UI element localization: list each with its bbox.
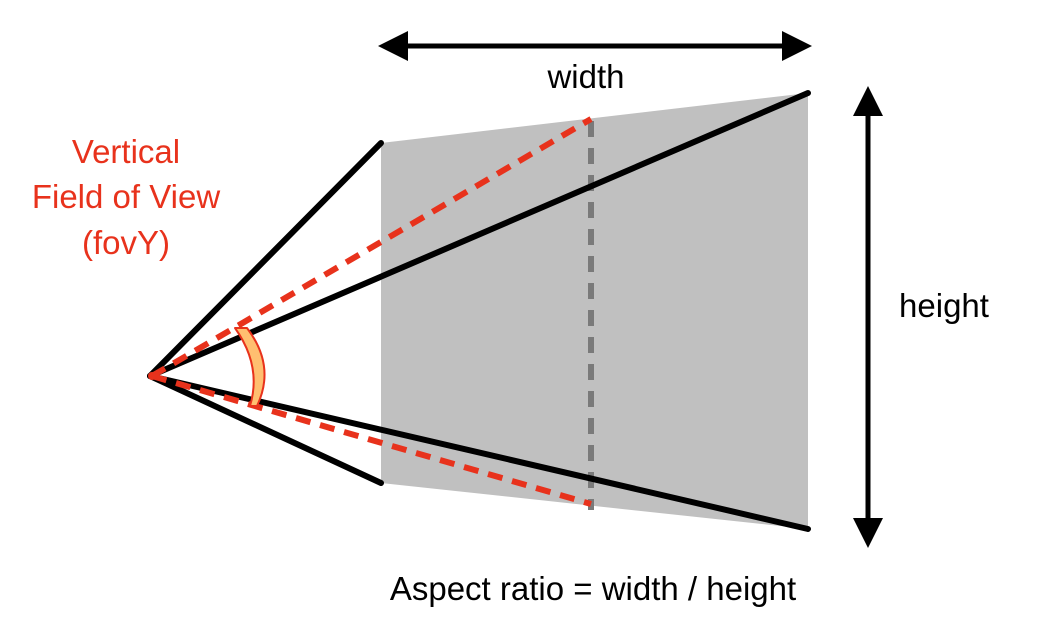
far-top-edge [147,90,811,379]
fov-label-line3: (fovY) [82,224,170,261]
height-label: height [899,287,989,324]
fov-label-line2: Field of View [32,178,220,215]
fov-angle-marker [234,327,266,407]
near-top-edge [147,140,384,379]
width-label: width [546,58,624,95]
fov-label-line1: Vertical [72,133,180,170]
near-bottom-edge [147,373,384,486]
eye-point [148,372,156,380]
fov-top-line [150,116,593,379]
aspect-ratio-label: Aspect ratio = width / height [390,570,796,607]
fov-bottom-line [151,373,592,507]
frustum-plane [381,93,808,529]
